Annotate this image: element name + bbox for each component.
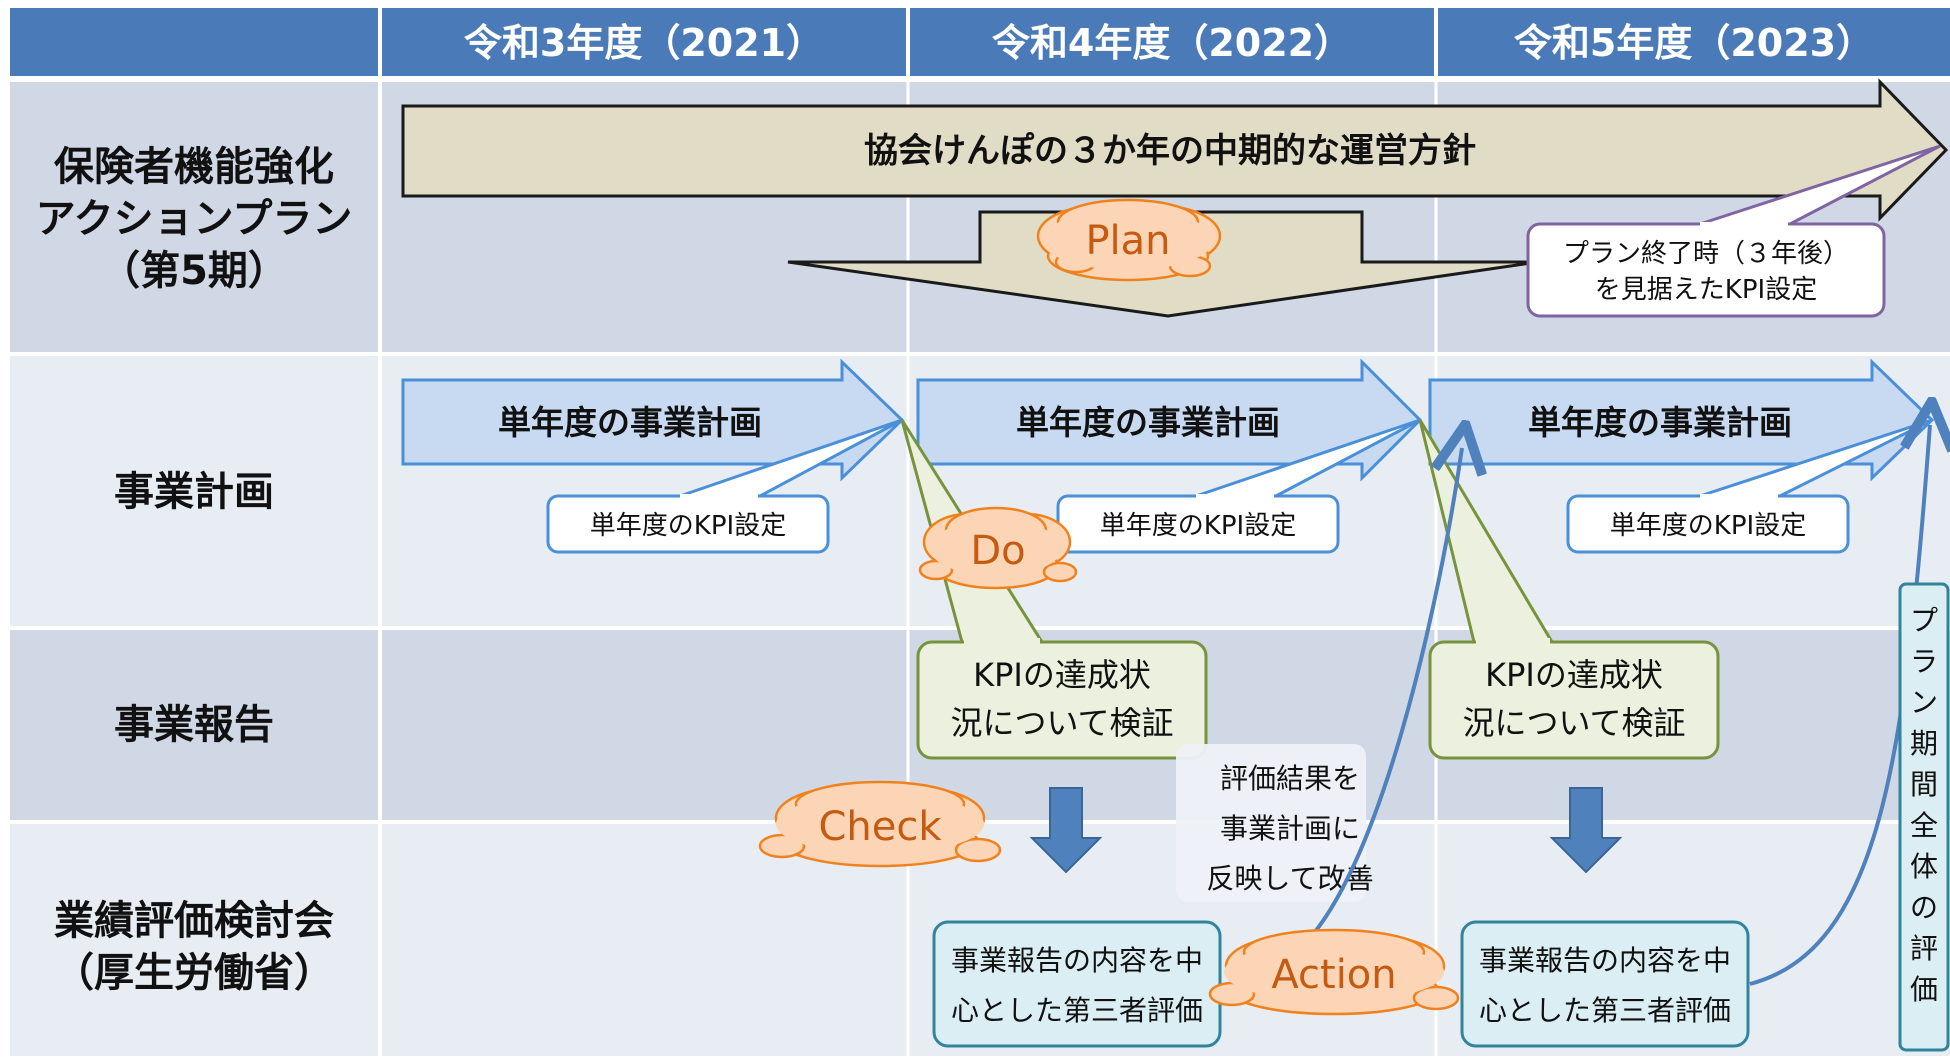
- svg-text:プラン終了時（３年後）: プラン終了時（３年後）: [1563, 239, 1849, 269]
- annual-kpi-callout-2023: 単年度のKPI設定: [1566, 418, 1933, 554]
- row-label-evaluation: 業績評価検討会 （厚生労働省）: [54, 898, 334, 996]
- pdca-plan-cloud: Plan: [1036, 198, 1222, 282]
- column-header-2022: 令和4年度（2022）: [992, 21, 1352, 65]
- policy-arrow: 協会けんぽの３か年の中期的な運営方針: [401, 78, 1949, 222]
- svg-text:保険者機能強化: 保険者機能強化: [54, 144, 334, 190]
- down-arrow-2022: [1029, 787, 1103, 874]
- header-corner-cell: [10, 8, 378, 76]
- svg-text:心とした第三者評価: 心とした第三者評価: [1479, 994, 1731, 1027]
- pdca-check-cloud: Check: [758, 780, 1002, 868]
- svg-text:単年度の事業計画: 単年度の事業計画: [498, 403, 762, 442]
- svg-text:単年度の事業計画: 単年度の事業計画: [1528, 403, 1792, 442]
- row-label-business-plan: 事業計画: [114, 469, 274, 515]
- feedback-note: 評価結果を 事業計画に 反映して改善: [1176, 744, 1374, 902]
- header-cell-2023: [1438, 8, 1950, 76]
- svg-text:事業報告の内容を中: 事業報告の内容を中: [1479, 944, 1731, 977]
- third-party-eval-box-2023: 事業報告の内容を中 心とした第三者評価: [1460, 920, 1750, 1048]
- annual-plan-arrow-2023: 単年度の事業計画: [1428, 358, 1935, 482]
- header-cell-2022: [910, 8, 1434, 76]
- svg-text:心とした第三者評価: 心とした第三者評価: [951, 994, 1203, 1027]
- svg-text:Plan: Plan: [1085, 218, 1170, 264]
- svg-text:（厚生労働省）: （厚生労働省）: [54, 950, 334, 996]
- svg-text:評価結果を: 評価結果を: [1220, 762, 1360, 795]
- svg-text:況について検証: 況について検証: [950, 704, 1173, 742]
- svg-text:アクションプラン: アクションプラン: [36, 196, 353, 242]
- svg-text:Check: Check: [818, 804, 942, 850]
- svg-text:Action: Action: [1271, 952, 1396, 998]
- svg-text:事業計画に: 事業計画に: [1220, 812, 1360, 845]
- row-label-business-report: 事業報告: [114, 702, 274, 748]
- annual-kpi-callout-2021: 単年度のKPI設定: [546, 418, 903, 554]
- svg-text:Do: Do: [970, 528, 1025, 574]
- row-label-cell-business-report: [10, 630, 378, 820]
- annual-plan-arrow-2022: 単年度の事業計画: [916, 358, 1423, 482]
- annual-plan-arrow-2021: 単年度の事業計画: [401, 358, 905, 482]
- svg-text:況について検証: 況について検証: [1462, 704, 1685, 742]
- svg-text:単年度のKPI設定: 単年度のKPI設定: [1610, 511, 1806, 541]
- row-label-cell-evaluation: [10, 824, 378, 1056]
- row-label-cell-business-plan: [10, 356, 378, 626]
- svg-text:事業報告の内容を中: 事業報告の内容を中: [951, 944, 1203, 977]
- svg-text:（第5期）: （第5期）: [100, 248, 288, 294]
- svg-text:単年度の事業計画: 単年度の事業計画: [1016, 403, 1280, 442]
- overall-eval-arrow: [1749, 425, 1930, 986]
- row-label-cell-action-plan: [10, 82, 378, 352]
- column-header-2023: 令和5年度（2023）: [1514, 21, 1874, 65]
- policy-arrow-label: 協会けんぽの３か年の中期的な運営方針: [864, 131, 1476, 171]
- down-arrow-2023: [1549, 787, 1623, 874]
- header-cell-2021: [382, 8, 906, 76]
- svg-text:プラン期間全体の評価: プラン期間全体の評価: [1910, 604, 1938, 1006]
- pdca-do-cloud: Do: [918, 506, 1078, 590]
- pdca-action-cloud: Action: [1208, 928, 1460, 1016]
- row-label-action-plan: 保険者機能強化 アクションプラン （第5期）: [36, 144, 353, 294]
- action-feedback-arrow: [1294, 448, 1462, 954]
- third-party-eval-box-2022: 事業報告の内容を中 心とした第三者評価: [932, 920, 1222, 1048]
- svg-text:単年度のKPI設定: 単年度のKPI設定: [590, 511, 786, 541]
- svg-text:KPIの達成状: KPIの達成状: [973, 656, 1151, 694]
- column-header-2021: 令和3年度（2021）: [464, 21, 824, 65]
- svg-text:単年度のKPI設定: 単年度のKPI設定: [1100, 511, 1296, 541]
- svg-text:を見据えたKPI設定: を見据えたKPI設定: [1595, 275, 1817, 305]
- svg-text:KPIの達成状: KPIの達成状: [1485, 656, 1663, 694]
- plan-end-kpi-callout: プラン終了時（３年後） を見据えたKPI設定: [1526, 144, 1941, 318]
- svg-text:業績評価検討会: 業績評価検討会: [54, 898, 334, 944]
- annual-kpi-callout-2022: 単年度のKPI設定: [1056, 418, 1421, 554]
- overall-evaluation-label: プラン期間全体の評価: [1898, 582, 1950, 1052]
